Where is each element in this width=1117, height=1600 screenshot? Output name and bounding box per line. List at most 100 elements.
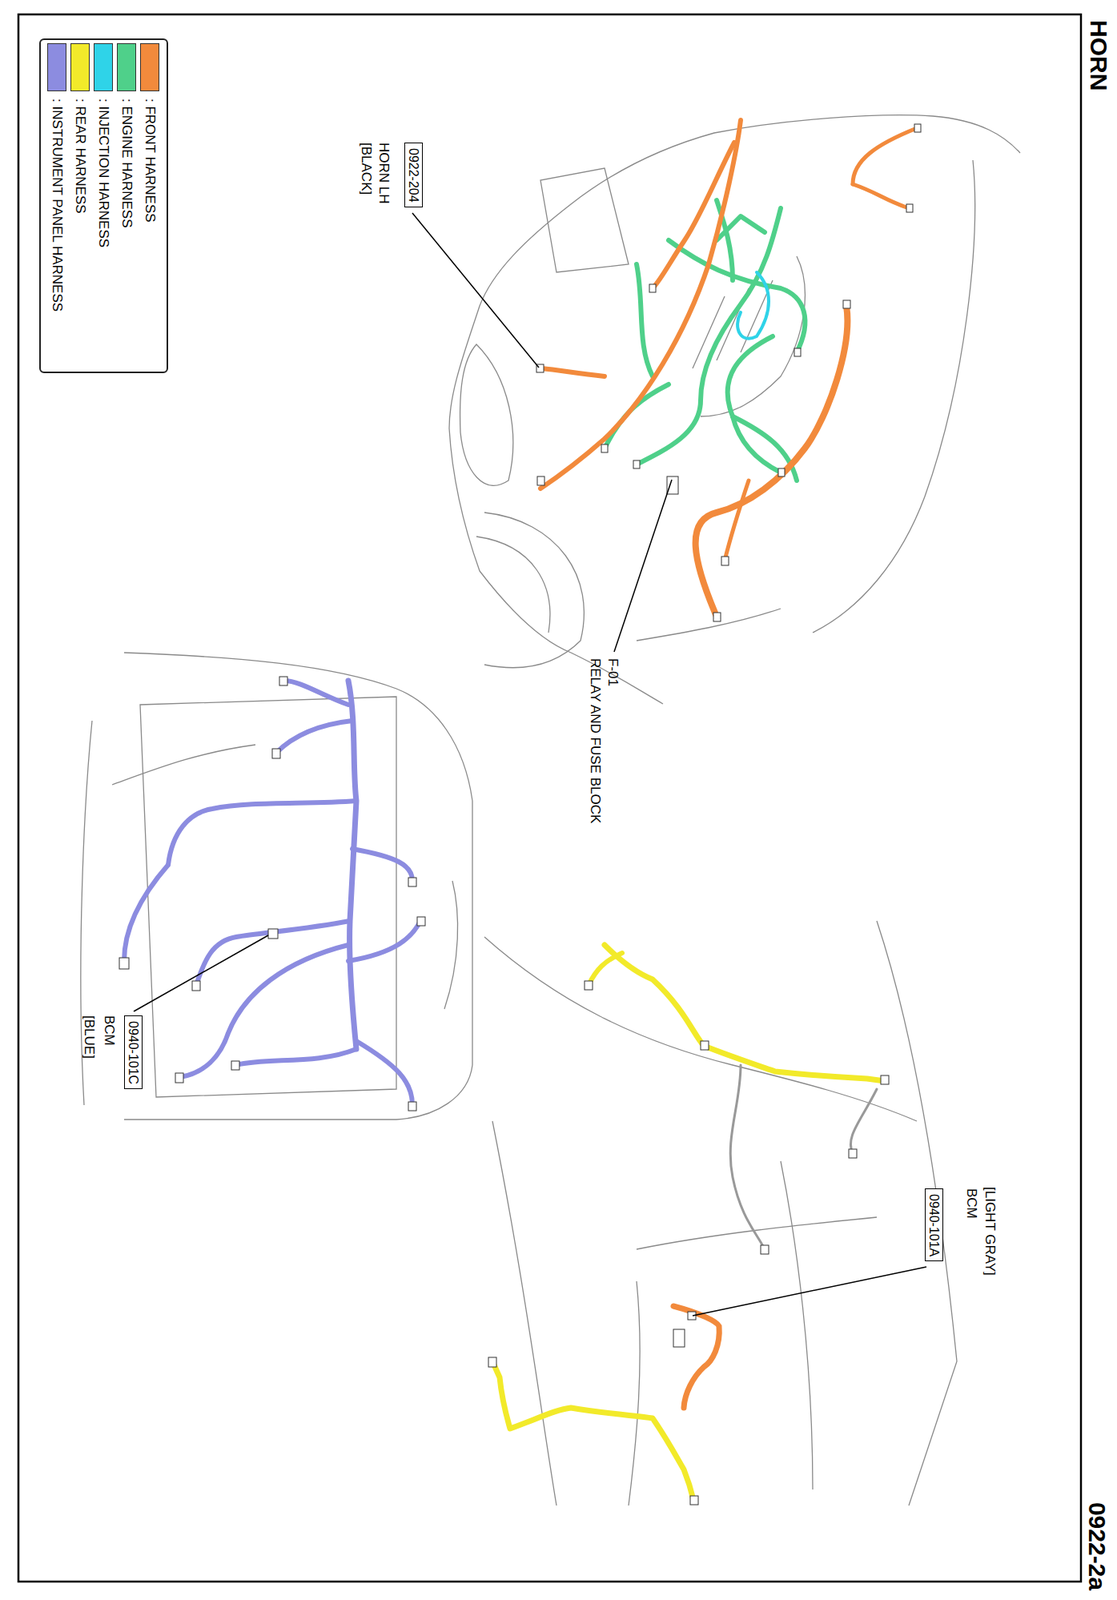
legend-swatch (117, 43, 137, 92)
connector (408, 877, 417, 887)
front-harness-rear (673, 1305, 720, 1408)
part-name: RELAY AND FUSE BLOCK (586, 658, 603, 824)
instrument-panel-harness (348, 920, 421, 961)
front-harness-engine-bay (695, 305, 848, 617)
legend-row: : INJECTION HARNESS (92, 43, 116, 364)
rear-harness (492, 1361, 694, 1500)
rear-harness (604, 944, 885, 1081)
instrument-panel-harness (124, 680, 421, 1105)
connector (666, 476, 679, 495)
dashboard-outline (112, 744, 256, 785)
rear-harness (850, 1088, 877, 1154)
part-name: BCM (100, 1015, 117, 1046)
connector (537, 476, 545, 486)
connector (536, 124, 921, 622)
callout-box: 0940-101C (124, 1015, 143, 1089)
legend-box: : FRONT HARNESS: ENGINE HARNESS: INJECTI… (39, 38, 169, 374)
rear-harness (730, 1064, 765, 1250)
leader-line (412, 212, 539, 368)
rear-harness (492, 944, 885, 1500)
callout-number: 0922-204 (405, 148, 422, 202)
rear-harness (588, 952, 623, 985)
instrument-panel-harness (236, 1048, 357, 1065)
engine-harness (727, 336, 781, 473)
front-harness-engine-bay (540, 120, 917, 617)
injection-harness (737, 272, 769, 339)
dashboard-outline (80, 652, 473, 1120)
legend-text: : INJECTION HARNESS (96, 98, 113, 248)
connector (408, 1101, 417, 1111)
legend-row: : REAR HARNESS (68, 43, 93, 364)
connector (880, 1075, 889, 1085)
engine-harness (636, 264, 653, 377)
instrument-panel-harness (168, 800, 357, 865)
sheet-frame (18, 14, 1081, 1582)
connector (649, 284, 656, 293)
connector-color: [BLUE] (80, 1015, 97, 1059)
engine-harness (668, 240, 805, 353)
engine-harness (716, 216, 765, 241)
callout-box: 0940-101A (924, 1188, 944, 1262)
front-harness-engine-bay (724, 480, 749, 561)
legend-swatch (48, 43, 68, 92)
car-body-outline (540, 168, 629, 273)
legend-row: : ENGINE HARNESS (115, 43, 139, 364)
connector (713, 612, 721, 622)
injection-harness (737, 272, 769, 339)
legend-text: : INSTRUMENT PANEL HARNESS (49, 98, 66, 312)
connector (721, 556, 729, 566)
legend-swatch (94, 43, 114, 92)
dashboard-outline (124, 652, 473, 1120)
instrument-panel-harness (348, 680, 357, 1049)
connector (700, 1040, 709, 1050)
front-harness-rear (673, 1305, 720, 1408)
legend-text: : REAR HARNESS (72, 98, 89, 214)
connector (673, 1329, 685, 1347)
engine-harness (604, 384, 669, 449)
rear-body-outline (780, 1161, 813, 1490)
legend-row: : INSTRUMENT PANEL HARNESS (45, 43, 69, 364)
connector (272, 748, 281, 759)
rear-body-outline (636, 1217, 877, 1250)
front-harness-engine-bay (852, 128, 917, 185)
legend-text: : FRONT HARNESS (142, 98, 159, 223)
connector (633, 460, 640, 469)
leader-line (614, 479, 672, 652)
connector-color: [BLACK] (357, 142, 374, 195)
connector (231, 1060, 240, 1070)
front-harness-engine-bay (852, 184, 909, 209)
callout-number: 0940-101C (125, 1020, 141, 1084)
connector (417, 916, 426, 926)
connector (488, 1357, 497, 1367)
connector (914, 124, 921, 133)
rear-body-outline (628, 1281, 640, 1506)
connector (119, 676, 426, 1111)
callout-number: 0940-101A (926, 1193, 942, 1256)
connector (848, 1149, 857, 1158)
dashboard-outline (444, 880, 459, 1009)
instrument-panel-harness (284, 680, 349, 705)
connector (119, 957, 129, 969)
leader-line (133, 212, 927, 1316)
rear-body-outline (876, 920, 957, 1506)
part-name: BCM (963, 1188, 980, 1219)
connector (760, 1245, 769, 1254)
front-harness-engine-bay (652, 142, 735, 289)
car-body-outline (449, 115, 1021, 704)
car-body-outline (460, 344, 514, 486)
callout-number: F-01 (604, 658, 621, 687)
leader-line (133, 935, 269, 1012)
car-body-outline (692, 280, 773, 369)
instrument-panel-harness (276, 720, 353, 753)
connector (488, 980, 889, 1505)
instrument-panel-harness (124, 864, 169, 961)
connector (175, 1072, 184, 1083)
connector (601, 444, 608, 453)
engine-harness (604, 200, 805, 481)
rear-body-outline (492, 1121, 557, 1506)
part-name: HORN LH (375, 142, 392, 205)
connector (584, 980, 593, 990)
rear-body-outline (484, 920, 957, 1506)
